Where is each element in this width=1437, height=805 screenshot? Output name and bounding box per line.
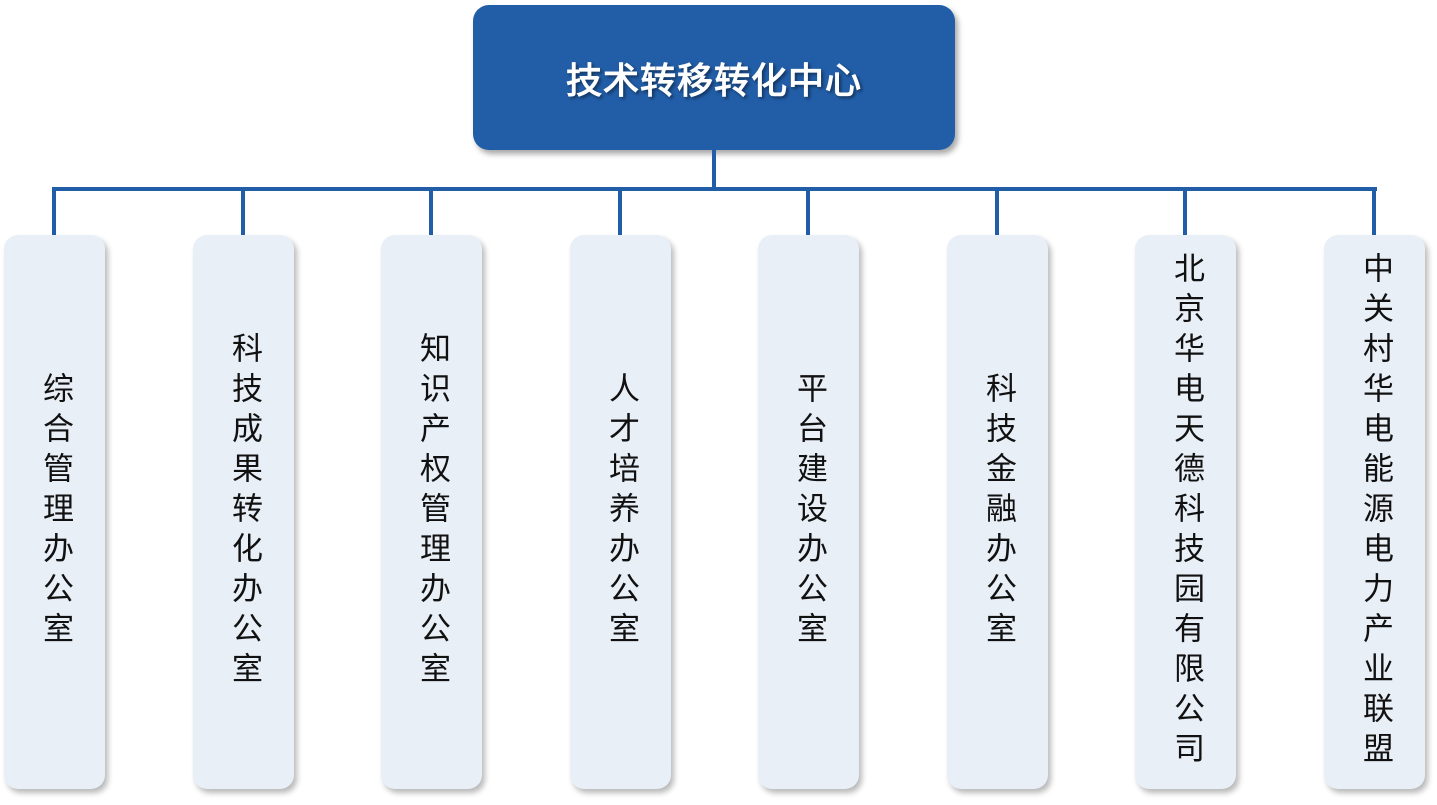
branch-connector: [241, 187, 245, 235]
root-stem-connector: [712, 150, 716, 190]
branch-connector: [1372, 187, 1376, 235]
child-node-science-park-company: 北京华电天德科技园有限公司: [1135, 235, 1236, 789]
child-node-label: 北京华电天德科技园有限公司: [1168, 252, 1204, 772]
branch-connector: [429, 187, 433, 235]
child-node-platform-building-office: 平台建设办公室: [758, 235, 859, 789]
branch-connector: [995, 187, 999, 235]
child-node-label: 科技金融办公室: [980, 372, 1016, 652]
branch-connector: [52, 187, 56, 235]
child-node-talent-training-office: 人才培养办公室: [570, 235, 671, 789]
child-node-general-management-office: 综合管理办公室: [4, 235, 105, 789]
branch-connector: [618, 187, 622, 235]
child-node-label: 知识产权管理办公室: [414, 332, 450, 692]
child-node-ip-management-office: 知识产权管理办公室: [381, 235, 482, 789]
child-node-tech-finance-office: 科技金融办公室: [947, 235, 1048, 789]
child-node-tech-transfer-office: 科技成果转化办公室: [193, 235, 294, 789]
child-node-energy-industry-alliance: 中关村华电能源电力产业联盟: [1324, 235, 1425, 789]
child-node-label: 科技成果转化办公室: [226, 332, 262, 692]
child-node-label: 综合管理办公室: [37, 372, 73, 652]
branch-connector: [806, 187, 810, 235]
child-node-label: 人才培养办公室: [603, 372, 639, 652]
branch-connector: [1183, 187, 1187, 235]
root-node: 技术转移转化中心: [473, 5, 955, 150]
horizontal-bus-connector: [52, 187, 1377, 191]
child-node-label: 平台建设办公室: [791, 372, 827, 652]
root-node-label: 技术转移转化中心: [565, 60, 862, 102]
child-node-label: 中关村华电能源电力产业联盟: [1357, 252, 1393, 772]
